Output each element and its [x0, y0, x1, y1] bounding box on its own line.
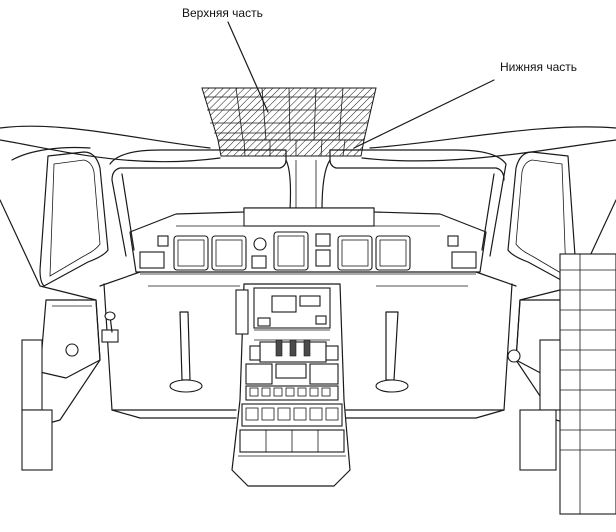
left-side-window: [39, 151, 109, 287]
leader-line-upper: [227, 21, 269, 113]
standby-gauge: [253, 237, 267, 251]
overhead-panel-lower: [217, 139, 365, 157]
overhead-panel-upper: [201, 87, 377, 141]
floor-rail: [111, 409, 237, 419]
center-pedestal: [231, 283, 351, 487]
upper-part-label: Верхняя часть: [182, 6, 263, 20]
left-sidestick: [169, 311, 203, 393]
leader-line-lower: [353, 79, 495, 149]
right-sidestick: [375, 311, 409, 393]
display-center: [273, 231, 309, 271]
cockpit-shell: [0, 125, 616, 163]
display-right-pfd: [375, 235, 411, 271]
glareshield: [129, 207, 487, 273]
right-side-console: [507, 253, 616, 515]
windshield: [109, 149, 507, 257]
display-left-mfd: [211, 235, 247, 271]
display-left-pfd: [173, 235, 209, 271]
display-right-mfd: [337, 235, 373, 271]
left-side-console: [21, 299, 119, 471]
lower-part-label: Нижняя часть: [500, 60, 578, 74]
